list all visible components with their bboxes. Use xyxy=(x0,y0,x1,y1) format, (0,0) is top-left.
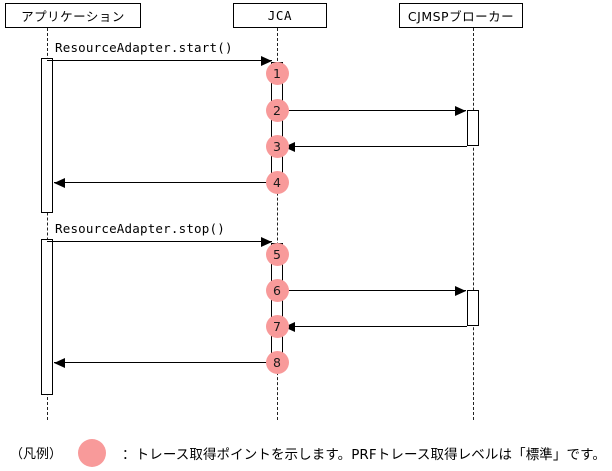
lifeline-application xyxy=(47,28,48,420)
arrowhead-msg-jca-to-broker-start xyxy=(455,105,466,116)
activation-bar-broker-activation-start xyxy=(467,110,479,146)
message-line-msg-jca-to-broker-stop xyxy=(283,290,466,291)
message-line-msg-broker-to-jca-stop xyxy=(284,326,467,327)
legend: （凡例） ：トレース取得ポイントを示します。PRFトレース取得レベルは「標準」で… xyxy=(0,434,612,471)
lifeline-cjmsp-broker xyxy=(473,28,474,420)
message-line-msg-jca-to-app-start xyxy=(54,182,271,183)
arrowhead-msg-resourceadapter-start xyxy=(261,55,272,66)
message-line-msg-resourceadapter-start xyxy=(47,60,272,61)
trace-point-2: 2 xyxy=(265,98,289,122)
activation-bar-app-activation-stop xyxy=(41,239,53,395)
arrowhead-msg-jca-to-app-start xyxy=(54,177,65,188)
lifeline-jca xyxy=(277,28,278,420)
arrowhead-msg-resourceadapter-stop xyxy=(261,236,272,247)
trace-point-1: 1 xyxy=(265,61,289,85)
trace-point-7: 7 xyxy=(265,314,289,338)
message-label-msg-resourceadapter-start: ResourceAdapter.start() xyxy=(55,40,233,55)
participant-box-application: アプリケーション xyxy=(5,3,141,28)
message-line-msg-resourceadapter-stop xyxy=(47,241,272,242)
participant-label-cjmsp-broker: CJMSPブローカー xyxy=(407,9,515,24)
message-line-msg-broker-to-jca-start xyxy=(284,146,467,147)
participant-box-cjmsp-broker: CJMSPブローカー xyxy=(399,3,523,28)
trace-point-swatch-icon xyxy=(78,438,107,467)
trace-point-8: 8 xyxy=(265,350,289,374)
participant-box-jca: JCA xyxy=(233,3,327,28)
legend-description: ：トレース取得ポイントを示します。PRFトレース取得レベルは「標準」です。 xyxy=(122,446,606,463)
activation-bar-broker-activation-stop xyxy=(467,290,479,326)
arrowhead-msg-broker-to-jca-stop xyxy=(284,321,295,332)
trace-point-6: 6 xyxy=(265,278,289,302)
arrowhead-msg-broker-to-jca-start xyxy=(284,141,295,152)
participant-label-jca: JCA xyxy=(267,8,293,23)
message-line-msg-jca-to-app-stop xyxy=(54,362,271,363)
trace-point-4: 4 xyxy=(265,170,289,194)
message-label-msg-resourceadapter-stop: ResourceAdapter.stop() xyxy=(55,221,225,236)
activation-bar-app-activation-start xyxy=(41,58,53,213)
trace-point-5: 5 xyxy=(265,242,289,266)
arrowhead-msg-jca-to-app-stop xyxy=(54,357,65,368)
participant-label-application: アプリケーション xyxy=(21,9,125,24)
message-line-msg-jca-to-broker-start xyxy=(283,110,466,111)
legend-prefix-label: （凡例） xyxy=(10,447,63,462)
trace-point-3: 3 xyxy=(265,134,289,158)
arrowhead-msg-jca-to-broker-stop xyxy=(455,285,466,296)
